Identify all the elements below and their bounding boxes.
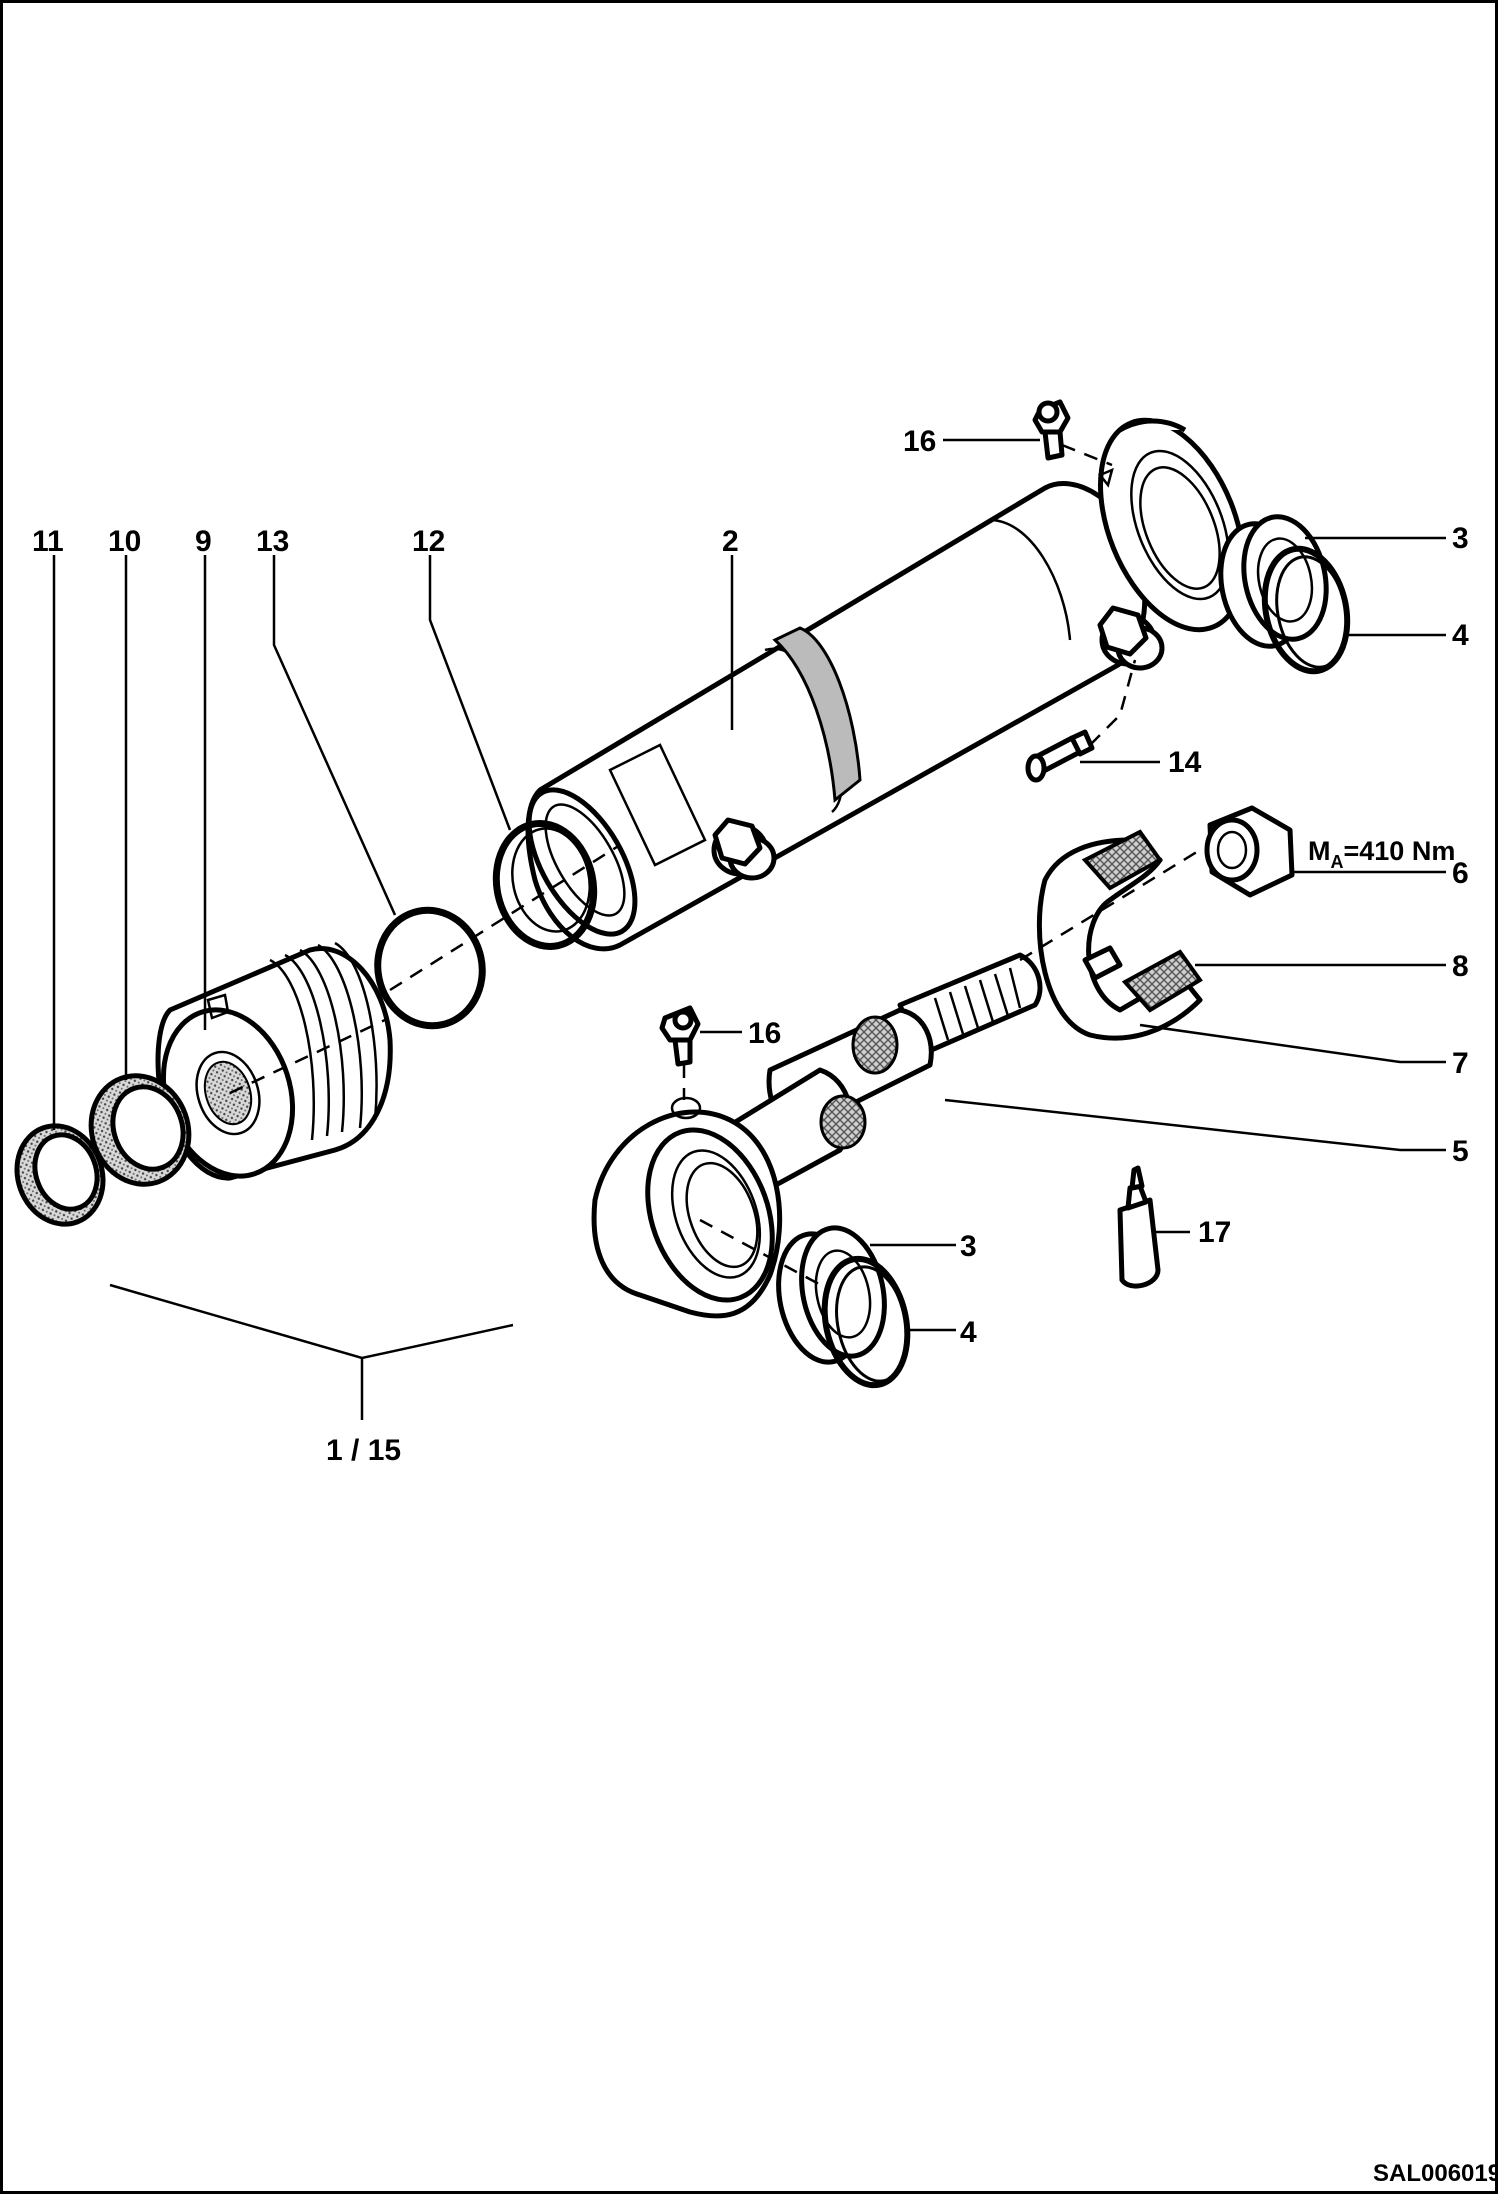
callout-4-lower: 4 <box>960 1316 977 1349</box>
nipple-14-axis <box>1089 659 1137 746</box>
callout-3-upper: 3 <box>1452 522 1469 555</box>
wiper-ring-11 <box>14 1123 106 1227</box>
document-id: SAL006019 <box>1373 2160 1498 2187</box>
callout-labels: 11 10 9 13 12 2 16 3 4 14 6 8 7 5 16 17 … <box>32 425 1498 2187</box>
callout-13: 13 <box>256 525 289 558</box>
port-fitting-lower <box>711 817 777 881</box>
assembly-label: 1 / 15 <box>326 1434 401 1467</box>
piston-rod <box>591 952 1043 1319</box>
grease-nipple-14 <box>1025 729 1095 783</box>
callout-10: 10 <box>108 525 141 558</box>
circlip-upper <box>1261 545 1351 675</box>
callout-12: 12 <box>412 525 445 558</box>
callout-8: 8 <box>1452 950 1469 983</box>
port-fitting-upper <box>1097 605 1165 671</box>
callout-6: 6 <box>1452 857 1469 890</box>
callout-9: 9 <box>195 525 212 558</box>
cylinder-tube <box>525 481 1165 952</box>
torque-symbol: M <box>1308 836 1331 866</box>
callout-11: 11 <box>32 525 64 558</box>
rod-nut-axis <box>1019 848 1201 962</box>
grease-nipple-upper <box>1032 399 1071 461</box>
guide-ring-10 <box>88 1073 192 1187</box>
o-ring-13 <box>374 906 486 1030</box>
callout-5: 5 <box>1452 1135 1469 1168</box>
torque-spec: MA=410 Nm <box>1308 836 1455 872</box>
seal-ring-12 <box>492 820 598 950</box>
callout-2: 2 <box>722 525 739 558</box>
callout-4-upper: 4 <box>1452 619 1469 652</box>
adhesive-bottle <box>1117 1165 1161 1289</box>
nipple-16-upper-axis <box>1061 443 1113 467</box>
callout-16-lower: 16 <box>748 1017 781 1050</box>
grease-nipple-lower <box>659 1005 701 1067</box>
callout-7: 7 <box>1452 1047 1469 1080</box>
callout-3-lower: 3 <box>960 1230 977 1263</box>
torque-value: =410 Nm <box>1344 836 1456 866</box>
cylinder-rear-eye <box>1097 417 1246 633</box>
split-clamp <box>1036 829 1203 1041</box>
callout-16-upper: 16 <box>903 425 936 458</box>
hex-nut <box>1204 805 1295 898</box>
piston-axis <box>229 1018 386 1095</box>
torque-subscript: A <box>1331 852 1344 872</box>
assembly-axis <box>389 843 621 992</box>
piston <box>155 941 393 1181</box>
leader-lines <box>52 438 1446 1420</box>
circlip-lower <box>821 1255 911 1389</box>
callout-17: 17 <box>1198 1216 1231 1249</box>
eye-bearing-axis <box>699 1218 831 1292</box>
callout-14: 14 <box>1168 746 1202 779</box>
